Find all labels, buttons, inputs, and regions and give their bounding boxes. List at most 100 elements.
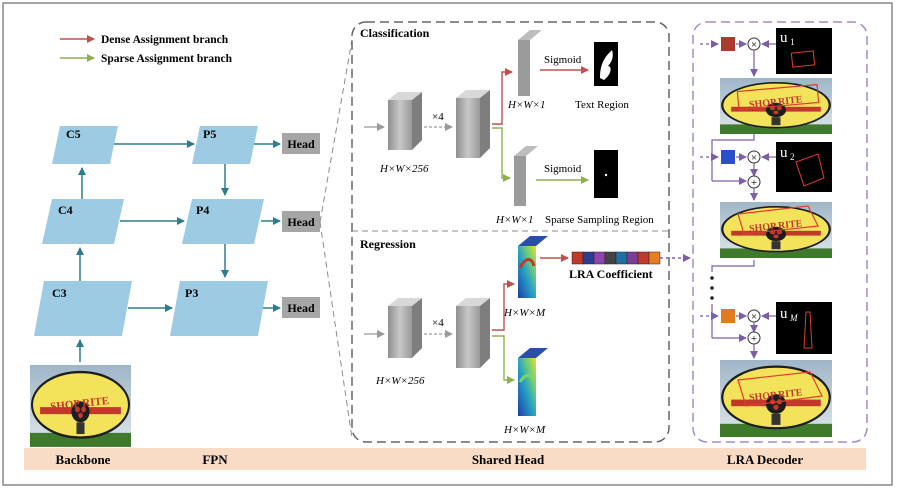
lra-coefficient-vector xyxy=(571,251,661,265)
c4-label: C4 xyxy=(58,203,73,217)
lra-coefficient-cell xyxy=(593,251,606,265)
reg-bottom-map-peak xyxy=(518,373,536,383)
zoom-line-top xyxy=(319,39,353,223)
reg-dense-branch-arrow xyxy=(492,280,515,331)
lra-coefficient-cell xyxy=(604,251,617,265)
cls-sparse-out-map xyxy=(514,156,526,206)
c5-block xyxy=(52,126,118,164)
p5-block xyxy=(192,126,258,164)
reg-sparse-branch-arrow xyxy=(492,335,515,384)
reg-input-dim-label: H×W×256 xyxy=(375,375,425,387)
cls-slab-2-top xyxy=(456,90,490,98)
c3-label: C3 xyxy=(52,286,67,300)
cls-dense-out-map xyxy=(518,40,530,96)
lra-coefficient-cell xyxy=(571,251,584,265)
label-lra-decoder: LRA Decoder xyxy=(727,452,803,467)
reg-bottom-out-label: H×W×M xyxy=(503,424,546,436)
basis-shape-u1 xyxy=(790,50,816,68)
dec-multiply-1-symbol: × xyxy=(751,39,757,51)
cls-sparse-out-label: H×W×1 xyxy=(495,214,533,226)
basis-shape-um xyxy=(803,311,813,349)
c4-block xyxy=(42,199,124,244)
cls-sparse-out-top xyxy=(514,146,538,156)
head-box-p4 xyxy=(282,211,320,232)
head-label-p3: Head xyxy=(287,301,315,315)
p4-label: P4 xyxy=(196,203,209,217)
head-box-p5 xyxy=(282,133,320,154)
bottom-label-band xyxy=(24,448,866,470)
reg-bottom-map xyxy=(518,358,536,416)
basis-shape-u2 xyxy=(795,153,825,187)
shared-head-panel xyxy=(351,21,670,443)
decoder-ellipsis xyxy=(710,276,714,300)
lra-coefficient-cell xyxy=(648,251,661,265)
dec-coef-2 xyxy=(721,150,735,164)
head-label-p5: Head xyxy=(287,137,315,151)
c5-label: C5 xyxy=(66,127,81,141)
cls-dense-branch-arrow xyxy=(492,68,513,125)
p5-label: P5 xyxy=(203,127,216,141)
lra-coefficient-cell xyxy=(626,251,639,265)
basis-sub-um: M xyxy=(789,313,798,323)
cls-slab-2 xyxy=(456,98,480,158)
basis-map-u2 xyxy=(776,142,832,192)
reg-slab-2-side xyxy=(480,298,490,368)
legend-dense-label: Dense Assignment branch xyxy=(101,34,229,46)
dec-add-m-symbol: + xyxy=(751,333,757,345)
reg-slab-2-top xyxy=(456,298,490,306)
reg-slab-1-top xyxy=(388,298,422,306)
zoom-line-bottom xyxy=(319,221,353,439)
lra-coefficient-cell xyxy=(582,251,595,265)
label-backbone: Backbone xyxy=(56,452,111,467)
p3-block xyxy=(170,281,268,336)
basis-sub-u2: 2 xyxy=(790,152,795,162)
cls-repeat-label: ×4 xyxy=(432,111,444,123)
dec-coef-m xyxy=(721,309,735,323)
lra-coefficient-cell xyxy=(615,251,628,265)
dec-coef-1 xyxy=(721,37,735,51)
basis-sub-u1: 1 xyxy=(790,37,795,47)
cls-slab-1-side xyxy=(412,92,422,150)
head-label-p4: Head xyxy=(287,215,315,229)
c3-block xyxy=(34,281,132,336)
cls-slab-1-top xyxy=(388,92,422,100)
label-fpn: FPN xyxy=(202,452,228,467)
regression-title: Regression xyxy=(360,237,416,251)
dec-add-2-symbol: + xyxy=(751,177,757,189)
legend-sparse-label: Sparse Assignment branch xyxy=(101,53,233,65)
cls-sparse-sigmoid-label: Sigmoid xyxy=(544,163,582,175)
figure-frame xyxy=(2,2,893,486)
lra-decoder-panel xyxy=(692,21,868,443)
reg-top-map-face xyxy=(518,236,548,246)
cls-slab-2-side xyxy=(480,90,490,158)
reg-repeat-label: ×4 xyxy=(432,317,444,329)
reg-top-map xyxy=(518,246,536,298)
cls-dense-sigmoid-label: Sigmoid xyxy=(544,54,582,66)
p3-label: P3 xyxy=(185,286,198,300)
dec-multiply-2-symbol: × xyxy=(751,152,757,164)
cls-sparse-branch-arrow xyxy=(492,127,511,182)
text-region-blob xyxy=(600,50,613,80)
head-box-p3 xyxy=(282,297,320,318)
basis-label-um: u xyxy=(780,306,788,322)
decoder-image-1-box xyxy=(736,83,820,111)
sparse-region-label: Sparse Sampling Region xyxy=(545,214,654,226)
p4-block xyxy=(182,199,264,244)
cls-slab-1 xyxy=(388,100,412,150)
dec-residual-path-m-top xyxy=(711,260,755,272)
basis-label-u2: u xyxy=(780,145,788,161)
cls-input-dim-label: H×W×256 xyxy=(379,163,429,175)
decoder-image-m-box xyxy=(737,371,823,407)
lra-coefficient-cell xyxy=(637,251,650,265)
text-region-label: Text Region xyxy=(575,99,629,111)
cls-dense-out-label: H×W×1 xyxy=(507,99,545,111)
reg-slab-2 xyxy=(456,306,480,368)
basis-label-u1: u xyxy=(780,30,788,46)
reg-top-out-label: H×W×M xyxy=(503,307,546,319)
label-shared-head: Shared Head xyxy=(472,452,545,467)
reg-slab-1-side xyxy=(412,298,422,358)
reg-bottom-map-face xyxy=(518,348,548,358)
reg-slab-1 xyxy=(388,306,412,358)
cls-dense-out-top xyxy=(518,30,542,40)
